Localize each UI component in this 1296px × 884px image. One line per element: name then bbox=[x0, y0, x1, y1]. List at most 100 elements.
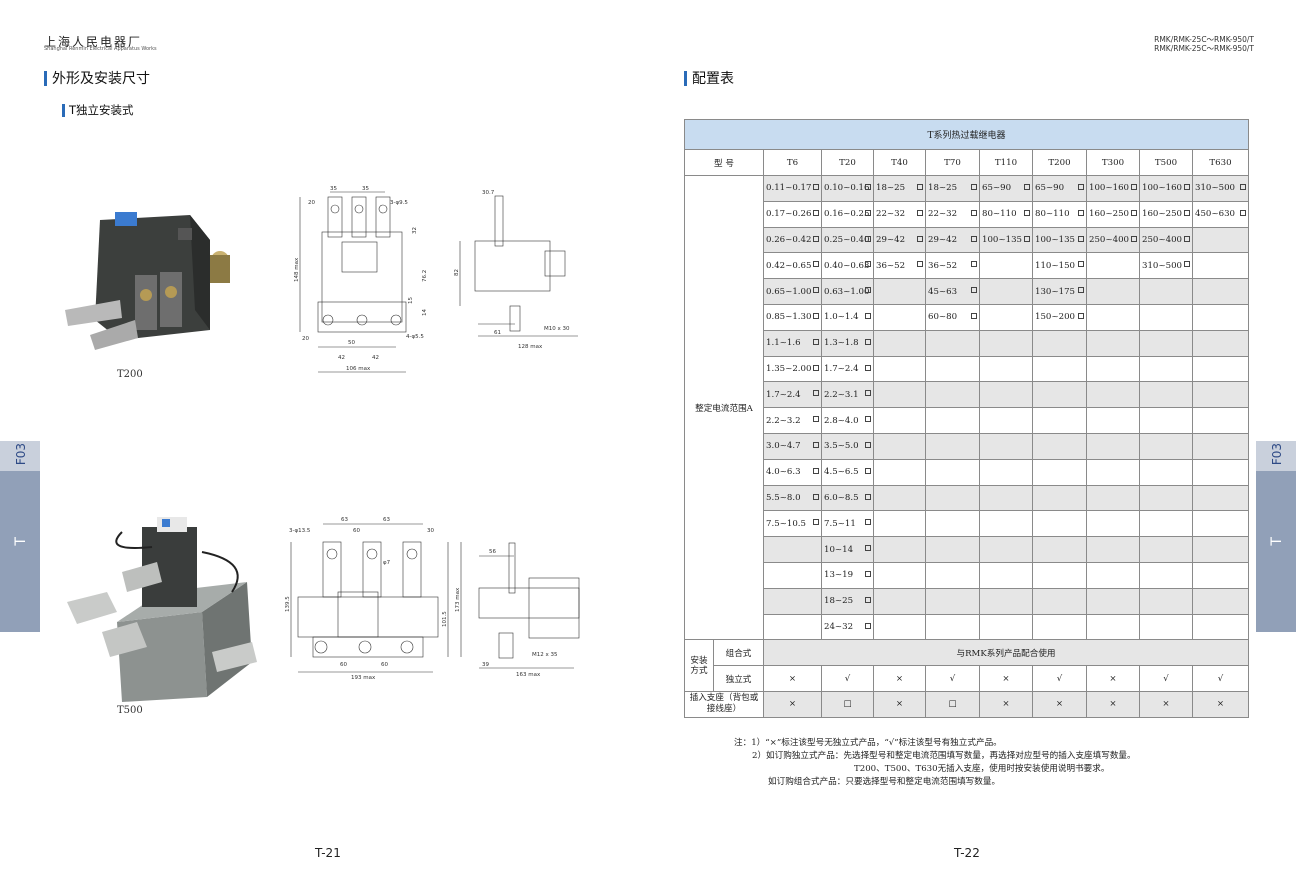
side-tab-right-letter: T bbox=[1256, 471, 1296, 632]
range-value: 0.65~1.00 bbox=[766, 286, 812, 297]
t200-dim-hole: 3-φ9.5 bbox=[390, 200, 408, 206]
range-cell bbox=[1139, 536, 1193, 563]
range-cell: 250~400 bbox=[1086, 226, 1140, 254]
range-cell bbox=[925, 355, 980, 383]
range-cell bbox=[1139, 587, 1193, 615]
range-cell bbox=[1139, 484, 1193, 512]
range-cell: 150~200 bbox=[1032, 303, 1087, 331]
t200-dim-35b: 35 bbox=[362, 186, 369, 192]
t500-dim-63a: 63 bbox=[341, 517, 348, 523]
checkbox-icon bbox=[813, 390, 819, 397]
range-cell: 100~160 bbox=[1086, 175, 1140, 202]
range-value: 150~200 bbox=[1035, 312, 1076, 323]
t500-side-dim-56: 56 bbox=[489, 549, 496, 555]
t200-label: T200 bbox=[117, 369, 143, 380]
range-cell bbox=[1139, 458, 1193, 486]
checkbox-icon bbox=[1024, 184, 1030, 190]
range-cell bbox=[1086, 407, 1140, 434]
range-cell: 10~14 bbox=[821, 536, 874, 563]
range-cell: 80~110 bbox=[1032, 200, 1087, 228]
range-value: 3.5~5.0 bbox=[824, 441, 859, 452]
range-cell: 36~52 bbox=[925, 252, 980, 280]
range-cell bbox=[1086, 432, 1140, 460]
checkbox-icon bbox=[813, 441, 819, 448]
range-cell: 1.0~1.4 bbox=[821, 303, 874, 331]
socket-mark: × bbox=[1032, 690, 1087, 718]
range-cell bbox=[1139, 303, 1193, 331]
range-cell bbox=[1086, 613, 1140, 641]
range-value: 45~63 bbox=[928, 286, 958, 297]
range-cell bbox=[1139, 329, 1193, 357]
range-cell: 3.5~5.0 bbox=[821, 432, 874, 460]
range-value: 1.7~2.4 bbox=[824, 363, 859, 374]
range-cell bbox=[873, 432, 926, 460]
side-tab-letter-text: T bbox=[13, 537, 29, 546]
t200-dim-hole2: 4-φ5.5 bbox=[406, 334, 424, 340]
range-cell bbox=[1139, 561, 1193, 589]
note-4: 如订购组合式产品：只要选择型号和整定电流范围填写数量。 bbox=[768, 777, 1001, 787]
range-value: 10~14 bbox=[824, 544, 854, 555]
checkbox-icon bbox=[917, 209, 923, 216]
t500-dim-60b: 60 bbox=[381, 662, 388, 668]
checkbox-icon bbox=[865, 493, 871, 500]
checkbox-icon bbox=[1078, 235, 1084, 242]
range-cell: 5.5~8.0 bbox=[763, 484, 822, 512]
range-value: 6.0~8.5 bbox=[824, 492, 859, 503]
left-section-title-text: 外形及安装尺寸 bbox=[52, 71, 150, 87]
range-cell bbox=[979, 407, 1033, 434]
t500-dim-139: 139.5 bbox=[285, 596, 291, 612]
standalone-row: 独立式×√×√×√×√√ bbox=[685, 665, 1249, 692]
range-value: 18~25 bbox=[928, 183, 958, 194]
standalone-mark: √ bbox=[821, 665, 874, 692]
range-label: 整定电流范围A bbox=[684, 174, 764, 641]
socket-mark: × bbox=[763, 690, 822, 718]
t500-side-drawing: 56 39 M12 x 35 163 max bbox=[478, 542, 580, 678]
checkbox-icon bbox=[1131, 209, 1137, 216]
range-cell: 22~32 bbox=[873, 200, 926, 228]
range-cell bbox=[763, 536, 822, 563]
range-value: 4.0~6.3 bbox=[766, 467, 801, 478]
model-col-0: T6 bbox=[763, 149, 822, 176]
range-value: 4.5~6.5 bbox=[824, 467, 859, 478]
checkbox-icon bbox=[1078, 209, 1084, 216]
range-cell: 29~42 bbox=[925, 226, 980, 254]
range-cell bbox=[1032, 458, 1087, 486]
range-value: 7.5~10.5 bbox=[766, 518, 807, 529]
range-cell: 36~52 bbox=[873, 252, 926, 280]
range-cell: 0.85~1.30 bbox=[763, 303, 822, 331]
range-value: 110~150 bbox=[1035, 260, 1076, 271]
range-cell bbox=[925, 407, 980, 434]
range-cell bbox=[1032, 536, 1087, 563]
checkbox-icon bbox=[917, 261, 923, 268]
checkbox-icon bbox=[865, 622, 871, 629]
range-value: 0.63~1.00 bbox=[824, 286, 870, 297]
checkbox-icon bbox=[971, 209, 977, 216]
range-cell: 65~90 bbox=[979, 175, 1033, 202]
range-cell: 4.0~6.3 bbox=[763, 458, 822, 486]
checkbox-icon bbox=[865, 184, 871, 190]
side-tab-left-letter: T bbox=[0, 471, 40, 632]
range-cell: 18~25 bbox=[821, 587, 874, 615]
range-value: 65~90 bbox=[982, 183, 1012, 194]
socket-mark: □ bbox=[925, 690, 980, 718]
checkbox-icon bbox=[971, 184, 977, 190]
range-cell bbox=[1139, 407, 1193, 434]
range-row: 5.5~8.0 6.0~8.5 bbox=[685, 484, 1249, 512]
range-value: 5.5~8.0 bbox=[766, 492, 801, 503]
checkbox-icon bbox=[1240, 209, 1246, 216]
range-cell bbox=[979, 484, 1033, 512]
combo-text: 与RMK系列产品配合使用 bbox=[763, 639, 1249, 667]
range-cell bbox=[873, 407, 926, 434]
range-cell: 0.40~0.63 bbox=[821, 252, 874, 280]
checkbox-icon bbox=[1024, 235, 1030, 242]
side-tab-letter-text: T bbox=[1269, 537, 1285, 546]
range-cell bbox=[1086, 587, 1140, 615]
checkbox-icon bbox=[1024, 209, 1030, 216]
model-col-5: T200 bbox=[1032, 149, 1087, 176]
range-cell bbox=[1086, 278, 1140, 305]
checkbox-icon bbox=[865, 338, 871, 345]
range-cell bbox=[1086, 252, 1140, 280]
